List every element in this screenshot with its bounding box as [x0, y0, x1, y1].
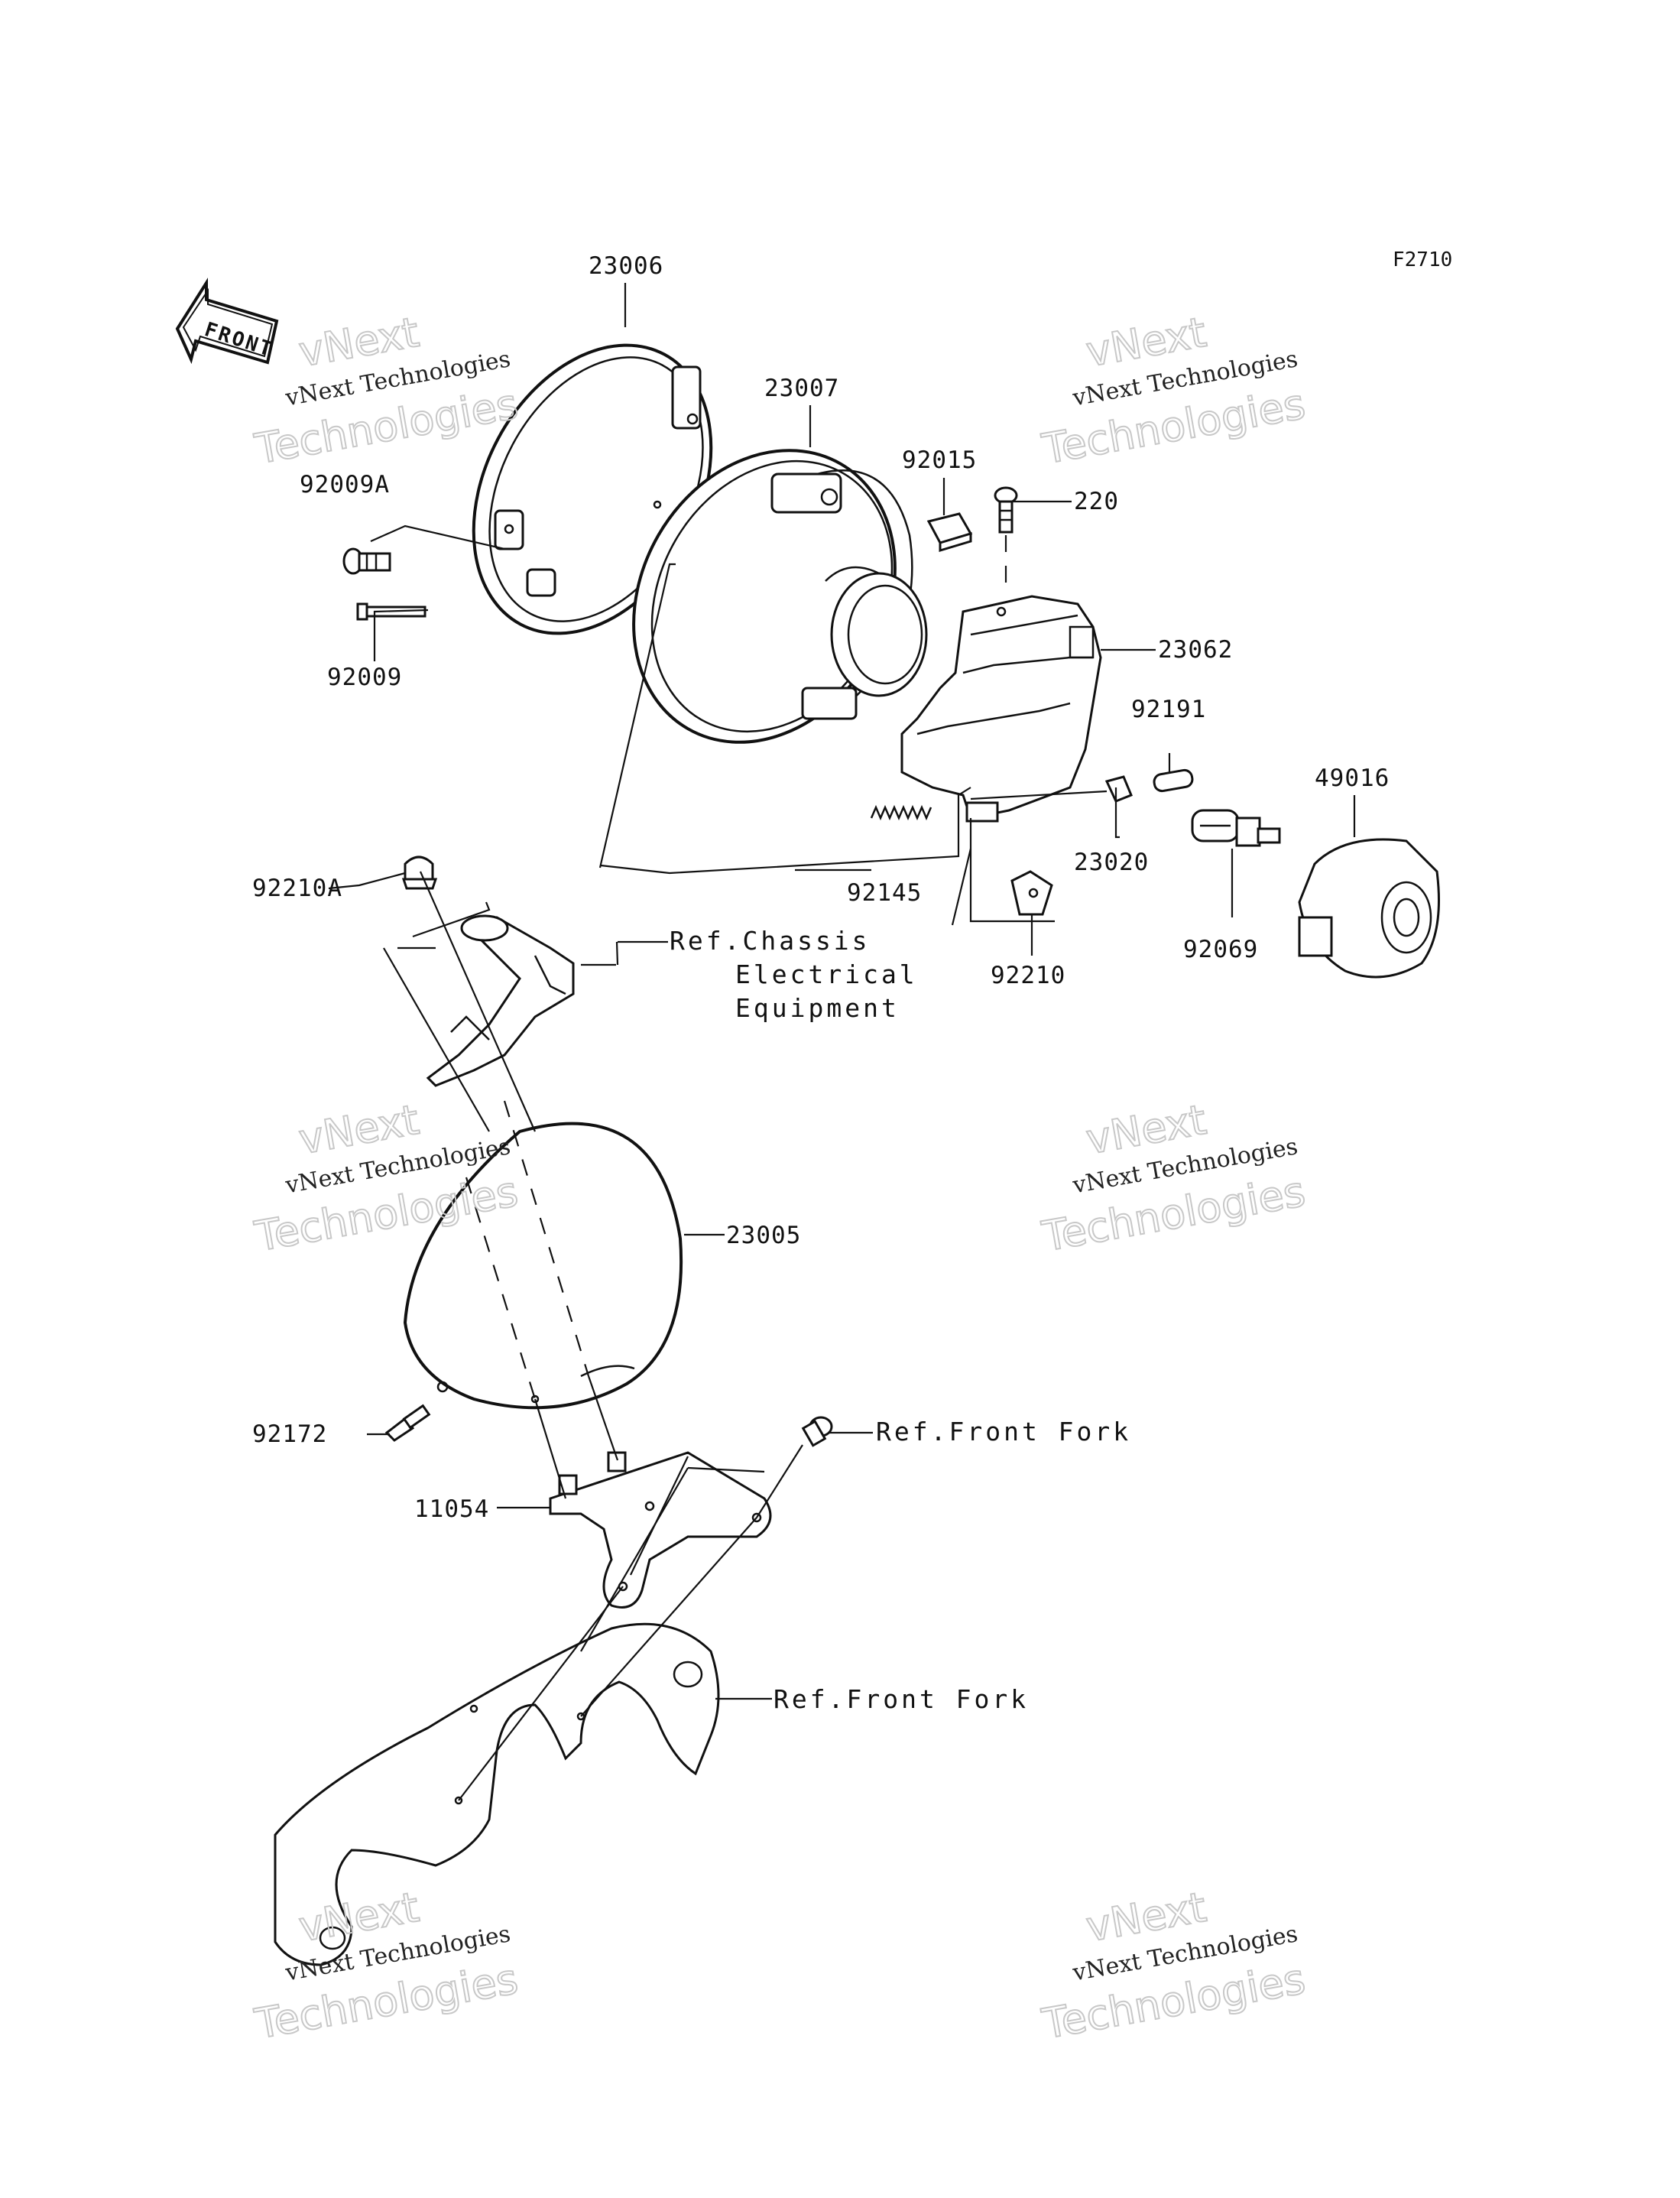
label-92210: 92210 — [991, 962, 1065, 989]
label-23006: 23006 — [589, 252, 663, 280]
label-92015: 92015 — [902, 446, 977, 474]
screw-220 — [994, 486, 1018, 589]
headlight-stay-11054 — [549, 1451, 772, 1609]
figure-code: F2710 — [1393, 248, 1452, 271]
label-23020: 23020 — [1074, 849, 1149, 876]
label-23005: 23005 — [726, 1222, 801, 1249]
dust-cover-49016 — [1298, 838, 1440, 979]
label-92009: 92009 — [327, 664, 402, 691]
ref-chassis-line3: Equipment — [735, 993, 900, 1023]
label-49016: 49016 — [1315, 765, 1390, 792]
spring-92145 — [870, 804, 932, 821]
headlight-unit — [632, 449, 928, 744]
ref-chassis-line1: Ref.Chassis — [670, 926, 871, 956]
label-11054: 11054 — [414, 1495, 489, 1523]
chassis-bracket — [426, 914, 575, 1087]
label-92210A: 92210A — [252, 875, 342, 902]
grommet-92210 — [1010, 870, 1053, 916]
ref-front-fork-upper: Ref.Front Fork — [876, 1417, 1131, 1446]
bolt-92009A — [342, 547, 391, 575]
headlight-housing — [403, 1122, 683, 1410]
pin-92191 — [1153, 768, 1194, 793]
ref-front-fork-lower: Ref.Front Fork — [774, 1684, 1029, 1714]
label-92009A: 92009A — [300, 471, 390, 498]
bulb-92069 — [1191, 809, 1281, 847]
label-92172: 92172 — [252, 1420, 327, 1448]
ref-chassis-line2: Electrical — [735, 959, 918, 989]
nut-92015 — [926, 512, 973, 553]
label-23007: 23007 — [764, 375, 839, 402]
nut-92210A — [401, 855, 438, 890]
label-23062: 23062 — [1158, 636, 1233, 664]
front-arrow-icon: FRONT — [175, 278, 279, 365]
label-92145: 92145 — [847, 879, 922, 907]
leader-lines — [328, 283, 1356, 1801]
label-92069: 92069 — [1183, 936, 1258, 963]
fork-bracket — [274, 1622, 720, 1966]
label-220: 220 — [1074, 488, 1119, 515]
bulb-holder-bracket — [900, 595, 1102, 823]
bolt-front-fork — [801, 1416, 833, 1447]
screw-92172 — [384, 1404, 431, 1442]
bolt-92009 — [356, 602, 426, 621]
label-92191: 92191 — [1131, 696, 1206, 723]
clip-23020 — [1104, 775, 1133, 803]
